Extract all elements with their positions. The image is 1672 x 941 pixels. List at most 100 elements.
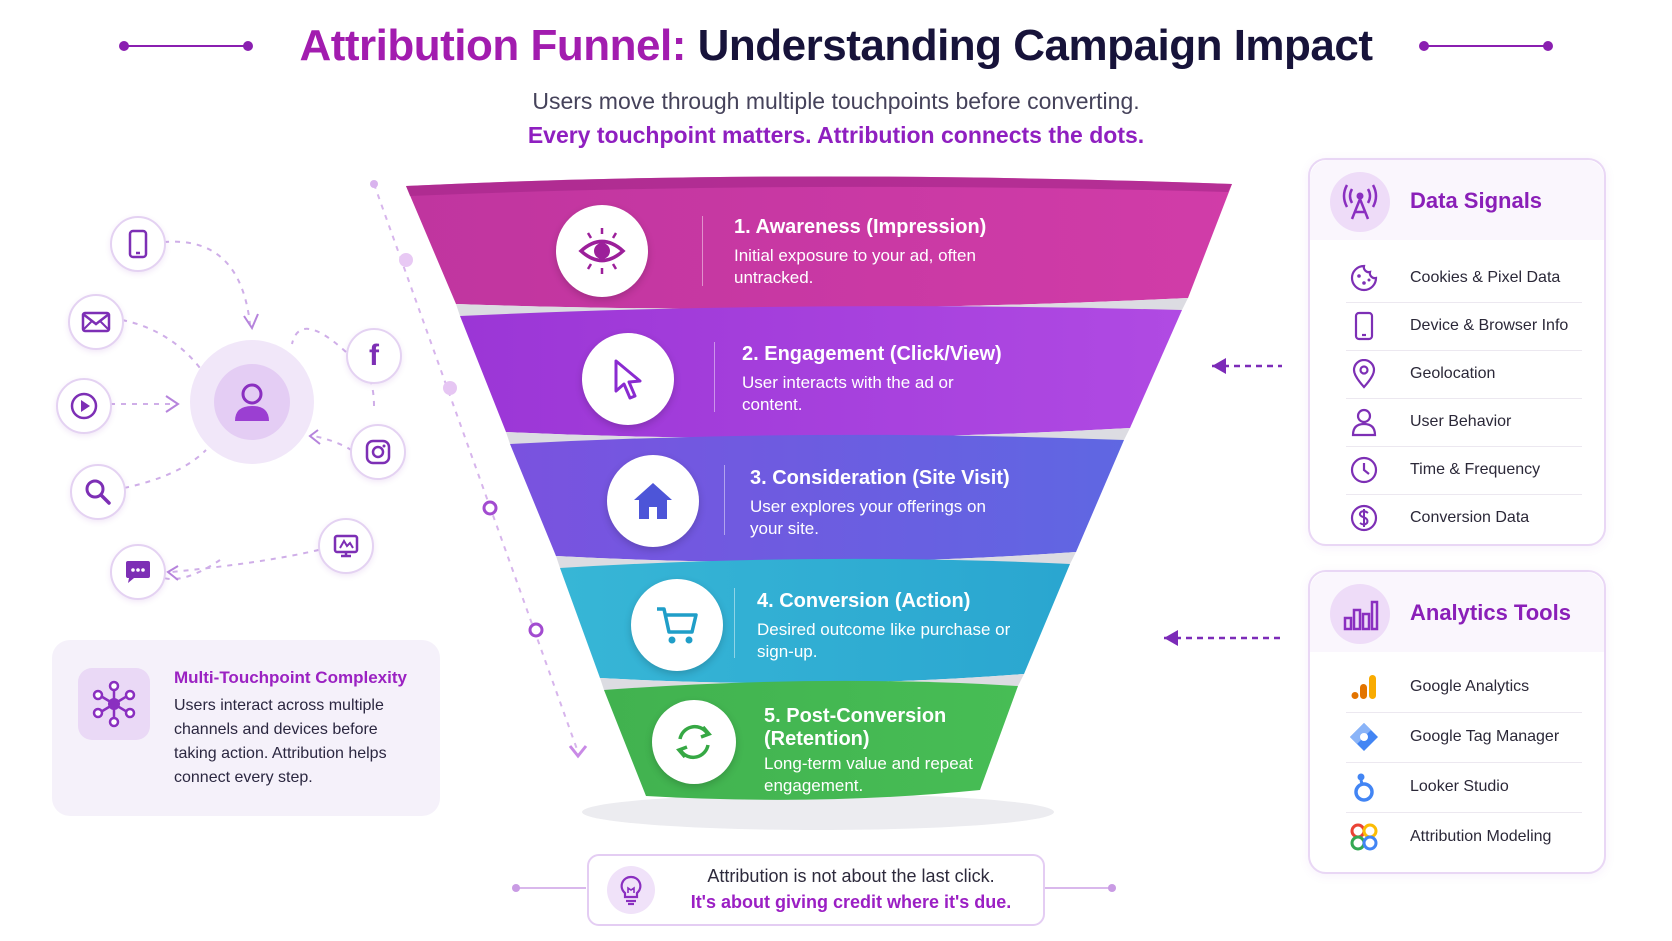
signal-label: User Behavior	[1410, 413, 1512, 430]
stage-3-desc: User explores your offerings on your sit…	[750, 497, 986, 538]
footer-line-2: It's about giving credit where it's due.	[690, 892, 1012, 912]
journey-dot	[370, 180, 378, 188]
display-ad-icon	[333, 534, 359, 558]
email-touchpoint	[68, 294, 124, 350]
stage-1-icon-circle	[556, 205, 648, 297]
title-decoration-left	[119, 41, 254, 51]
dollar-icon	[1346, 500, 1382, 536]
data-signals-title: Data Signals	[1410, 188, 1543, 213]
stage-4-divider	[734, 588, 735, 658]
device-icon	[1346, 308, 1382, 344]
clock-icon	[1346, 452, 1382, 488]
tool-row: Looker Studio	[1346, 762, 1582, 813]
stage-3-divider	[724, 465, 725, 535]
signal-label: Device & Browser Info	[1410, 317, 1569, 334]
lightbulb-icon-circle	[607, 866, 655, 914]
touchpoint-arrow-head	[308, 429, 321, 445]
analytics-tools-title: Analytics Tools	[1410, 600, 1571, 625]
cart-icon	[657, 607, 698, 644]
video-touchpoint	[56, 378, 112, 434]
signal-label: Geolocation	[1410, 365, 1496, 382]
stage-3-title: 3. Consideration (Site Visit)	[750, 467, 1010, 489]
chat-icon	[126, 561, 150, 583]
signals-arrow-head	[1212, 358, 1226, 374]
stage-3-text: 3. Consideration (Site Visit) User explo…	[750, 467, 1010, 540]
stage-5-desc: Long-term value and repeat engagement.	[764, 754, 973, 795]
attribution-modeling-icon	[1346, 819, 1382, 855]
stage-4-text: 4. Conversion (Action) Desired outcome l…	[757, 590, 1017, 663]
bar-chart-icon-circle	[1330, 584, 1390, 644]
antenna-icon-circle	[1330, 172, 1390, 232]
touchpoint-arrow-head	[243, 313, 259, 331]
antenna-icon	[1342, 184, 1378, 220]
stage-5-text: 5. Post-Conversion (Retention) Long-term…	[764, 705, 1024, 797]
stage-3-icon-circle	[607, 455, 699, 547]
signal-label: Conversion Data	[1410, 509, 1530, 526]
signal-label: Cookies & Pixel Data	[1410, 269, 1561, 286]
tool-row: Google Tag Manager	[1346, 712, 1582, 763]
journey-dot	[399, 253, 413, 267]
multi-touchpoint-body: Users interact across multiple channels …	[174, 697, 387, 786]
stage-1-divider	[702, 216, 703, 286]
stage-2-divider	[714, 342, 715, 412]
page-title: Attribution Funnel: Understanding Campai…	[299, 21, 1373, 71]
bar-chart-icon	[1343, 600, 1379, 631]
user-icon	[235, 383, 269, 421]
user-hub-core	[214, 364, 290, 440]
signal-row: User Behavior	[1346, 398, 1582, 447]
multi-touchpoint-title: Multi-Touchpoint Complexity	[174, 668, 407, 687]
journey-dashed-path	[373, 183, 579, 753]
footer-callout: Attribution is not about the last click.…	[587, 854, 1045, 926]
subtitle-primary: Users move through multiple touchpoints …	[532, 88, 1140, 114]
footer-line-1: Attribution is not about the last click.	[707, 866, 995, 886]
location-pin-icon	[1346, 356, 1382, 392]
stage-4-icon-circle	[631, 579, 723, 671]
data-signals-panel: Data Signals Cookies & Pixel Data Device…	[1308, 158, 1606, 546]
eye-icon	[578, 228, 626, 274]
stage-5-icon-circle	[652, 700, 736, 784]
tag-manager-icon	[1346, 719, 1382, 755]
display-ad-touchpoint	[318, 518, 374, 574]
facebook-touchpoint: f	[346, 328, 402, 384]
signal-row: Device & Browser Info	[1346, 302, 1582, 351]
signal-row: Conversion Data	[1346, 494, 1582, 542]
user-hub	[190, 340, 314, 464]
tool-row: Google Analytics	[1346, 662, 1582, 713]
tools-arrow-head	[1164, 630, 1178, 646]
search-touchpoint	[70, 464, 126, 520]
mobile-touchpoint	[110, 216, 166, 272]
signal-label: Time & Frequency	[1410, 461, 1541, 478]
tool-label: Google Analytics	[1410, 678, 1530, 695]
footer-decoration-left	[512, 884, 586, 892]
signal-row: Cookies & Pixel Data	[1346, 254, 1582, 303]
stage-1-text: 1. Awareness (Impression) Initial exposu…	[734, 216, 994, 289]
title-decoration-right	[1418, 41, 1553, 51]
stage-1-desc: Initial exposure to your ad, often untra…	[734, 246, 976, 287]
facebook-icon: f	[369, 339, 379, 372]
signal-row: Time & Frequency	[1346, 446, 1582, 495]
tool-label: Looker Studio	[1410, 778, 1509, 795]
tool-row: Attribution Modeling	[1346, 812, 1582, 862]
stage-1-title: 1. Awareness (Impression)	[734, 216, 987, 238]
journey-dot	[443, 381, 457, 395]
multi-touchpoint-card: Multi-Touchpoint Complexity Users intera…	[52, 640, 440, 816]
tool-label: Attribution Modeling	[1410, 828, 1552, 845]
page-title-main: Understanding Campaign Impact	[697, 21, 1373, 70]
touchpoint-arrow-head	[165, 395, 180, 413]
stage-2-icon-circle	[582, 333, 674, 425]
home-icon	[634, 483, 672, 519]
footer-decoration-right	[1042, 884, 1116, 892]
cursor-icon	[614, 359, 642, 400]
looker-studio-icon	[1346, 769, 1382, 805]
analytics-tools-panel: Analytics Tools Google Analytics Google …	[1308, 570, 1606, 874]
subtitle-highlight: Every touchpoint matters. Attribution co…	[527, 122, 1145, 148]
google-analytics-icon	[1346, 669, 1382, 705]
stage-2-title: 2. Engagement (Click/View)	[742, 343, 1002, 365]
search-icon	[85, 479, 111, 505]
title-row: Attribution Funnel: Understanding Campai…	[0, 14, 1672, 78]
network-icon-tile	[78, 668, 150, 740]
journey-arrow-head	[568, 745, 588, 759]
stage-2-text: 2. Engagement (Click/View) User interact…	[742, 343, 1002, 416]
journey-dot	[528, 622, 544, 638]
refresh-icon	[676, 724, 712, 760]
